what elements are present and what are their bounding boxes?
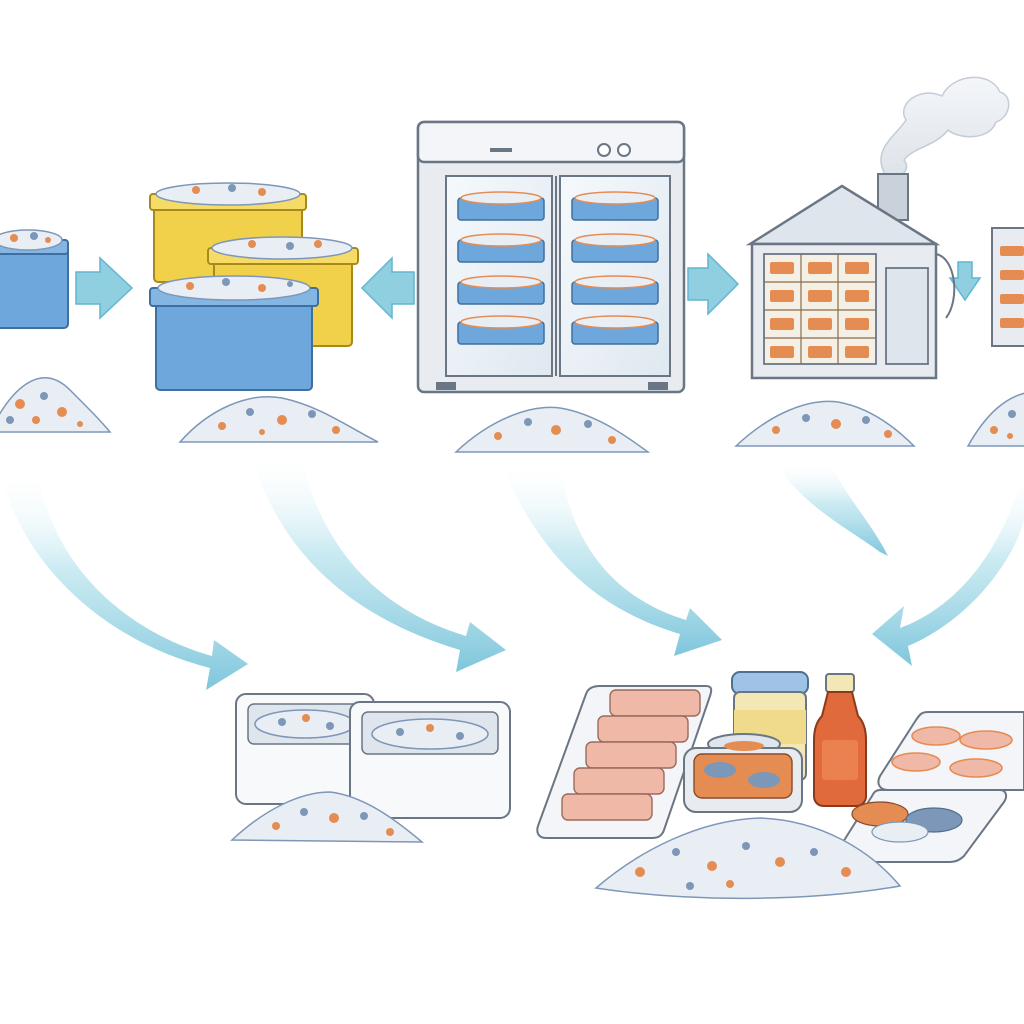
stacked-bins-stage	[149, 182, 379, 443]
right-arrow-icon	[687, 252, 740, 316]
bottle-icon	[813, 673, 867, 807]
flow-arrow-4	[780, 460, 888, 556]
smoke-icon	[880, 76, 1010, 178]
fish-pile	[966, 392, 1024, 447]
fish-pile	[734, 400, 916, 447]
blue-bin-icon	[0, 229, 69, 329]
right-arrow-icon	[75, 256, 134, 320]
fish-pile	[178, 396, 379, 443]
rack-stage	[966, 227, 1024, 447]
canned-fish	[683, 671, 809, 813]
blue-bin-stage	[0, 229, 112, 433]
flow-arrow-3	[500, 460, 722, 656]
fish-pile	[0, 377, 112, 433]
stacked-bins-icon	[149, 182, 359, 391]
container-icon	[235, 693, 375, 805]
flow-arrows	[0, 450, 1024, 690]
seafood-tray-icon	[834, 789, 1008, 863]
sauce-bottle	[813, 673, 867, 807]
fridge-trays	[457, 191, 659, 345]
down-arrow-icon	[948, 261, 982, 302]
fillet-tray-icon	[536, 685, 713, 839]
refrigerator-stage	[416, 120, 686, 453]
seafood-tray-icon	[877, 711, 1024, 791]
white-containers	[230, 693, 511, 843]
flow-arrow-1	[0, 470, 248, 690]
flow-arrow-5	[872, 470, 1024, 666]
stage-connector-arrows	[75, 252, 982, 320]
flow-arrow-2	[250, 450, 506, 672]
smokehouse-icon	[745, 173, 956, 380]
left-arrow-icon	[360, 256, 415, 320]
fish-pile	[454, 406, 651, 453]
fish-pile	[230, 791, 425, 843]
fish-pile	[594, 817, 902, 900]
fillet-tray	[536, 685, 713, 839]
open-can-icon	[683, 733, 803, 813]
smokehouse-stage	[734, 76, 1010, 447]
seafood-trays	[834, 711, 1024, 863]
container-icon	[349, 701, 511, 819]
rack-icon	[991, 227, 1024, 347]
refrigerator-icon	[416, 120, 686, 394]
